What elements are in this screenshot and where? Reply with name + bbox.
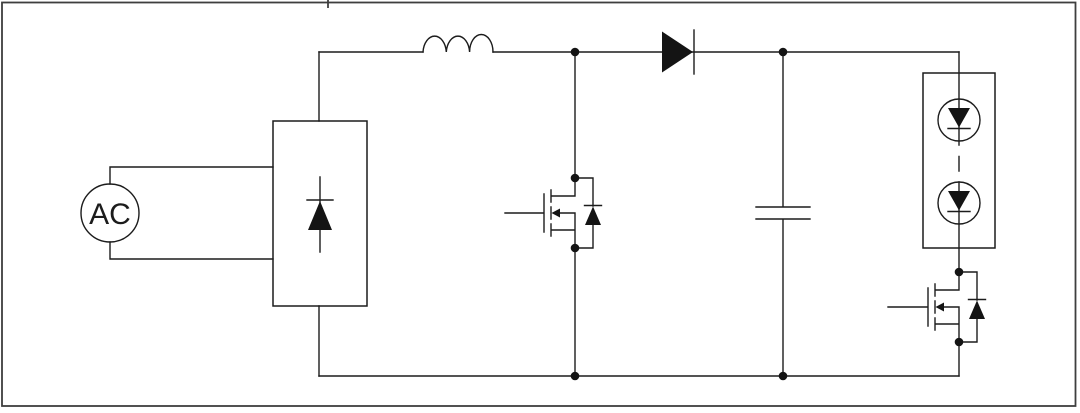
boost-mosfet-icon [504,51,603,377]
junction-dots [570,47,964,381]
inductor-icon [422,33,494,53]
ac-source-label: AC [89,198,131,231]
wire-top-rail [318,33,960,53]
body-diode-icon [574,177,603,249]
body-diode-icon [958,271,987,343]
led-icon [937,181,981,225]
led-icon [937,98,981,142]
dimming-mosfet-icon [887,271,987,377]
boost-diode-icon [662,29,695,75]
ac-source-icon: AC [80,166,274,260]
led-string-box [922,72,996,249]
output-capacitor-icon [755,51,811,377]
ac-input-wires [109,166,274,260]
led-string-icon [922,51,996,273]
bridge-rectifier-icon [272,51,368,377]
figure-border [1,1,1077,407]
